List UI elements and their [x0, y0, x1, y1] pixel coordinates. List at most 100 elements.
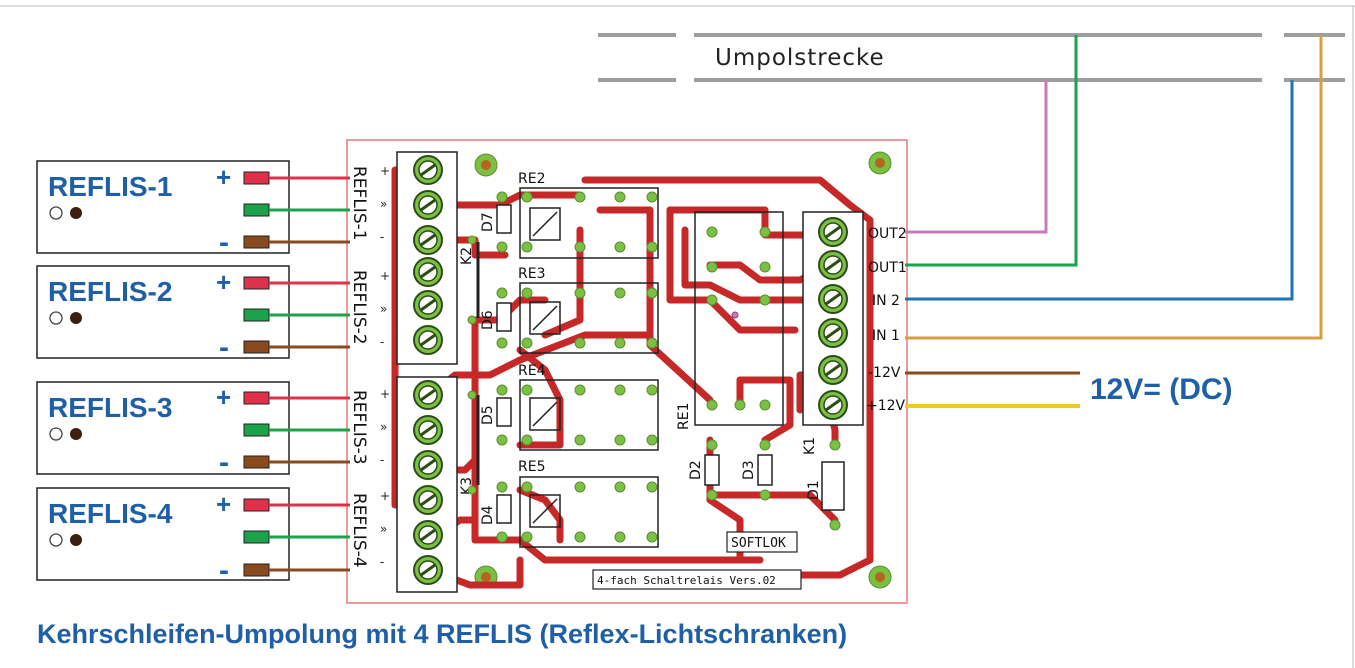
left-pin-markers: +»-+»-+»-+»-: [380, 164, 390, 569]
version-label: 4-fach Schaltrelais Vers.02: [597, 574, 776, 587]
diodes: [496, 204, 845, 524]
sensor-pin: [243, 455, 270, 469]
screw-terminal-left: [413, 290, 443, 320]
sensor-pin: [243, 203, 270, 217]
sensor-pin: [243, 235, 270, 249]
relay-labels: RE2 RE3 RE4 RE5 RE1: [518, 171, 692, 475]
pcb-traces: [391, 166, 874, 589]
sensor-name: REFLIS-1: [48, 171, 172, 202]
diode-label-d6: D6: [480, 310, 496, 330]
screw-terminal-left: [413, 190, 443, 220]
screw-terminal-left: [413, 485, 443, 515]
sensor-name: REFLIS-2: [48, 276, 172, 307]
caption: Kehrschleifen-Umpolung mit 4 REFLIS (Ref…: [37, 619, 847, 649]
screw-terminals-left: [413, 155, 443, 585]
sensor-plus-label: +: [216, 162, 231, 192]
diode-labels: D7 D6 D5 D4 D2 D3 D1: [480, 212, 822, 525]
pin-marker: +: [380, 164, 390, 178]
pin-marker: -: [380, 335, 384, 349]
pin-marker: +: [380, 387, 390, 401]
screw-terminals-right: [818, 217, 848, 420]
led-receiver-icon: [70, 428, 82, 440]
terminal-label-in2: IN 2: [872, 293, 900, 309]
screw-terminal-right: [818, 355, 848, 385]
diode-label-d1: D1: [806, 480, 822, 500]
power-label: 12V= (DC): [1090, 373, 1233, 406]
led-receiver-icon: [70, 312, 82, 324]
connector-label-k2: K2: [459, 247, 475, 265]
screw-terminal-right: [818, 217, 848, 247]
sensor-minus-label: -: [219, 554, 229, 587]
screw-terminal-left: [413, 380, 443, 410]
terminal-block-right: [802, 211, 864, 426]
terminal-labels-right: OUT2 OUT1 IN 2 IN 1 -12V +12V: [866, 226, 907, 414]
wire-out2: [905, 80, 1048, 234]
screw-terminal-left: [413, 225, 443, 255]
wire-in2: [905, 80, 1294, 301]
version-label-box: [592, 569, 802, 590]
maker-label: SOFTLOK: [731, 536, 786, 551]
connector-reflis-labels: REFLIS-1 REFLIS-2 REFLIS-3 REFLIS-4: [349, 166, 369, 568]
sensor-minus-label: -: [219, 226, 229, 259]
pin-marker: -: [380, 453, 384, 467]
sensor-plus-label: +: [216, 267, 231, 297]
sensor-module: REFLIS-2+-: [36, 265, 350, 364]
sensor-name: REFLIS-3: [48, 392, 172, 423]
screw-terminal-left: [413, 325, 443, 355]
sensor-pin: [243, 391, 270, 405]
screw-terminal-right: [818, 250, 848, 280]
sensor-module: REFLIS-1 + -: [36, 160, 350, 259]
led-receiver-icon: [70, 207, 82, 219]
pin-marker: -: [380, 230, 384, 244]
sensor-pin: [243, 423, 270, 437]
wire-out1: [905, 35, 1078, 267]
wire-in1: [905, 35, 1323, 340]
pin-marker: +: [380, 269, 390, 283]
pin-marker: »: [380, 420, 387, 434]
terminal-label-out1: OUT1: [868, 260, 907, 276]
pcb-pads: [467, 191, 841, 543]
relay-label-re2: RE2: [518, 171, 545, 187]
screw-terminal-left: [413, 257, 443, 287]
pin-marker: -: [380, 555, 384, 569]
pin-marker: »: [380, 302, 387, 316]
track-wires: [905, 35, 1323, 408]
led-receiver-icon: [70, 534, 82, 546]
diode-label-d4: D4: [480, 505, 496, 525]
terminal-label-in1: IN 1: [872, 328, 900, 344]
screw-terminal-left: [413, 155, 443, 185]
screw-terminal-left: [413, 450, 443, 480]
led-emitter-icon: [49, 533, 63, 547]
sensor-pin: [243, 340, 270, 354]
relay-label-re4: RE4: [518, 363, 546, 379]
relay-label-re1: RE1: [676, 403, 692, 430]
connector-label-k1: K1: [802, 437, 818, 455]
connector-label-reflis-1: REFLIS-1: [349, 166, 369, 241]
pin-marker: »: [380, 197, 387, 211]
connector-label-reflis-2: REFLIS-2: [349, 270, 369, 345]
screw-terminal-right: [818, 318, 848, 348]
terminal-label-plus12v: +12V: [866, 398, 906, 414]
relays: [519, 187, 784, 548]
sensor-module: REFLIS-4+-: [36, 487, 350, 587]
screw-terminal-left: [413, 555, 443, 585]
sensor-pin: [243, 171, 270, 185]
connector-label-reflis-3: REFLIS-3: [349, 390, 369, 465]
diode-label-d3: D3: [741, 460, 757, 480]
sensor-module: REFLIS-3+-: [36, 381, 350, 479]
sensor-pin: [243, 498, 270, 512]
relay-label-re5: RE5: [518, 459, 545, 475]
sensor-modules: REFLIS-1+-REFLIS-2+-REFLIS-3+-REFLIS-4+-: [36, 160, 350, 587]
maker-label-box: [726, 531, 798, 553]
sensor-plus-label: +: [216, 382, 231, 412]
sensor-pin: [243, 563, 270, 577]
diode-label-d5: D5: [480, 405, 496, 425]
terminal-label-minus12v: -12V: [868, 365, 901, 381]
relay-label-re3: RE3: [518, 266, 545, 282]
screw-terminal-left: [413, 520, 443, 550]
sensor-pin: [243, 530, 270, 544]
led-emitter-icon: [49, 311, 63, 325]
sensor-pin: [243, 276, 270, 290]
terminal-label-out2: OUT2: [868, 226, 907, 242]
